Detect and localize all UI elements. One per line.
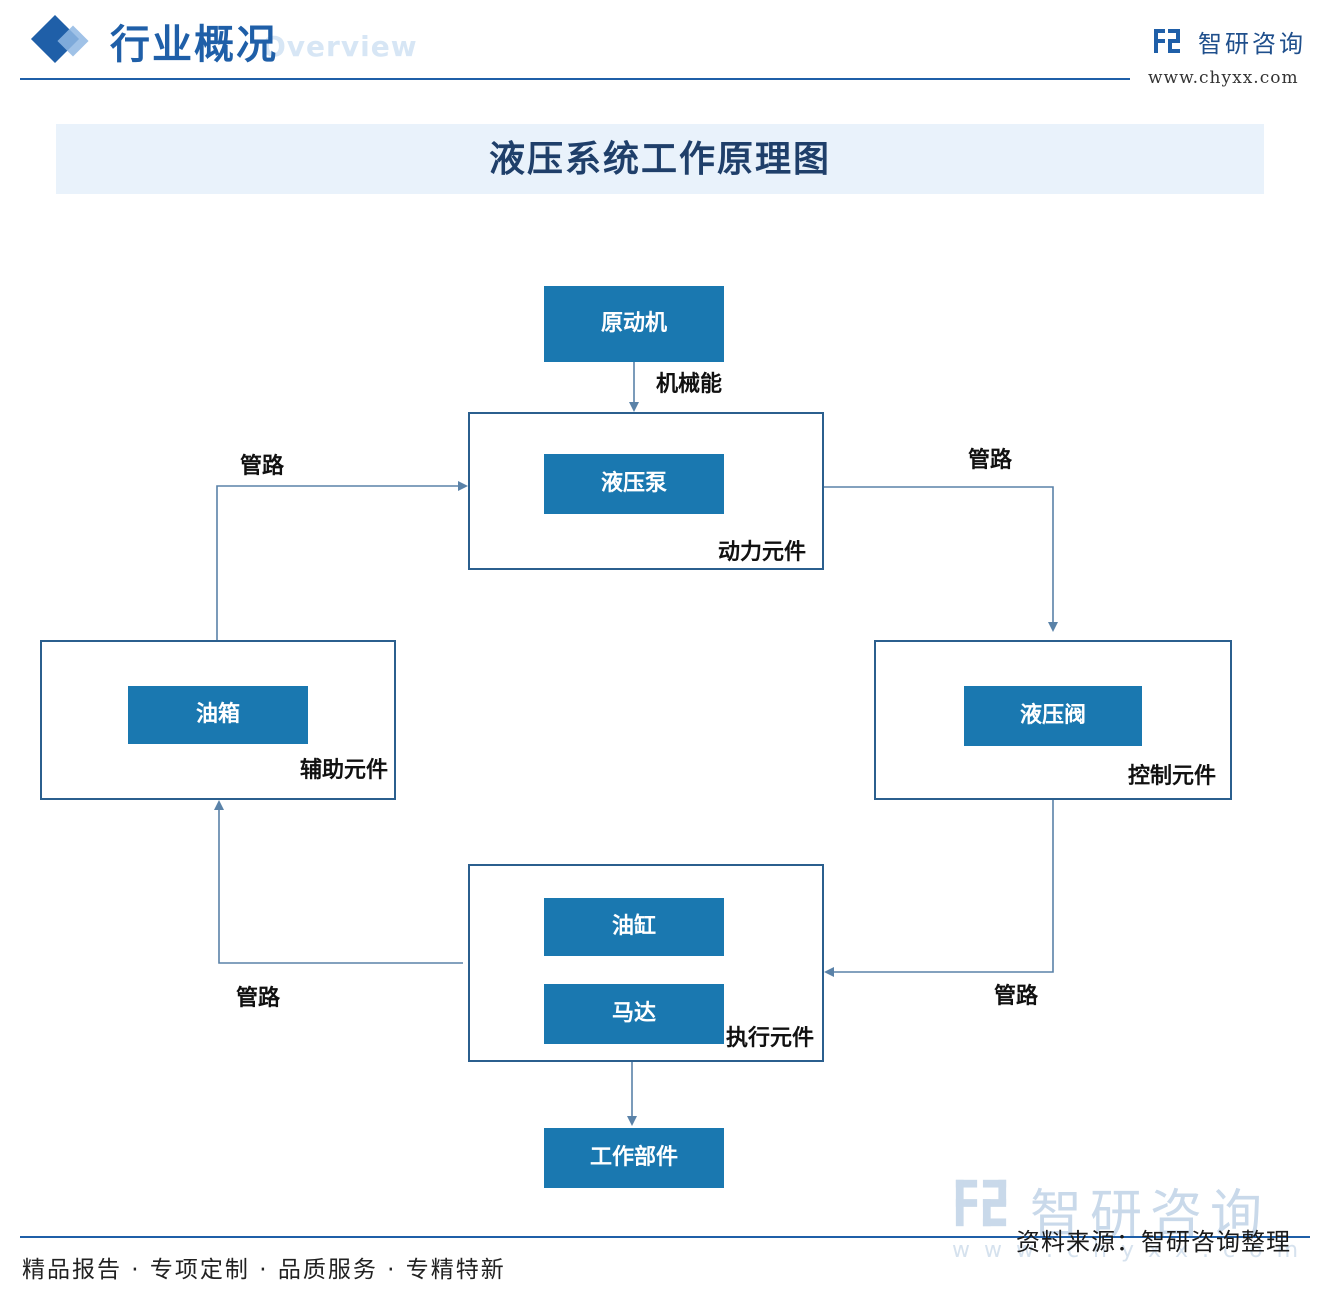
power-element-frame bbox=[468, 412, 824, 570]
footer-divider bbox=[20, 1236, 1310, 1238]
pipe-label-top-right: 管路 bbox=[968, 448, 1013, 473]
arrow-pump-to-valve bbox=[823, 486, 1058, 632]
control-element-label: 控制元件 bbox=[1128, 764, 1217, 789]
footer-slogan: 精品报告 · 专项定制 · 品质服务 · 专精特新 bbox=[22, 1257, 506, 1283]
watermark-logo-icon bbox=[955, 1179, 1007, 1227]
diagram-title: 液压系统工作原理图 bbox=[488, 138, 831, 180]
hydraulic-pump-node: 液压泵 bbox=[544, 454, 724, 514]
arrow-tank-to-pump bbox=[216, 481, 468, 640]
header-divider bbox=[20, 78, 1130, 80]
pipe-label-top-left: 管路 bbox=[240, 454, 285, 479]
prime-mover-node: 原动机 bbox=[544, 286, 724, 362]
diagram-title-band: 液压系统工作原理图 bbox=[56, 124, 1264, 194]
power-element-label: 动力元件 bbox=[718, 540, 807, 565]
auxiliary-element-frame bbox=[40, 640, 396, 800]
actuator-element-frame bbox=[468, 864, 824, 1062]
pipe-label-bottom-left: 管路 bbox=[236, 986, 281, 1011]
oil-cylinder-node: 油缸 bbox=[544, 898, 724, 956]
work-part-node: 工作部件 bbox=[544, 1128, 724, 1188]
footer-watermark-url: www.chyxx.com bbox=[952, 1238, 1313, 1263]
header-subtitle: Overview bbox=[262, 30, 418, 63]
mechanical-energy-label: 机械能 bbox=[656, 372, 723, 397]
header-title: 行业概况 bbox=[110, 22, 278, 68]
motor-node: 马达 bbox=[544, 984, 724, 1044]
arrow-actuator-to-tank bbox=[214, 800, 463, 964]
footer-watermark-name: 智研咨询 bbox=[1030, 1185, 1271, 1245]
brand-url: www.chyxx.com bbox=[1148, 68, 1299, 88]
auxiliary-element-label: 辅助元件 bbox=[300, 758, 389, 783]
oil-tank-node: 油箱 bbox=[128, 686, 308, 744]
footer-source: 资料来源：智研咨询整理 bbox=[1016, 1228, 1291, 1256]
pipe-label-bottom-right: 管路 bbox=[994, 984, 1039, 1009]
brand-name: 智研咨询 bbox=[1198, 30, 1306, 58]
actuator-element-label: 执行元件 bbox=[726, 1026, 815, 1051]
brand-logo-icon bbox=[1154, 29, 1180, 53]
hydraulic-valve-node: 液压阀 bbox=[964, 686, 1142, 746]
arrow-valve-to-actuator bbox=[824, 800, 1054, 977]
control-element-frame bbox=[874, 640, 1232, 800]
